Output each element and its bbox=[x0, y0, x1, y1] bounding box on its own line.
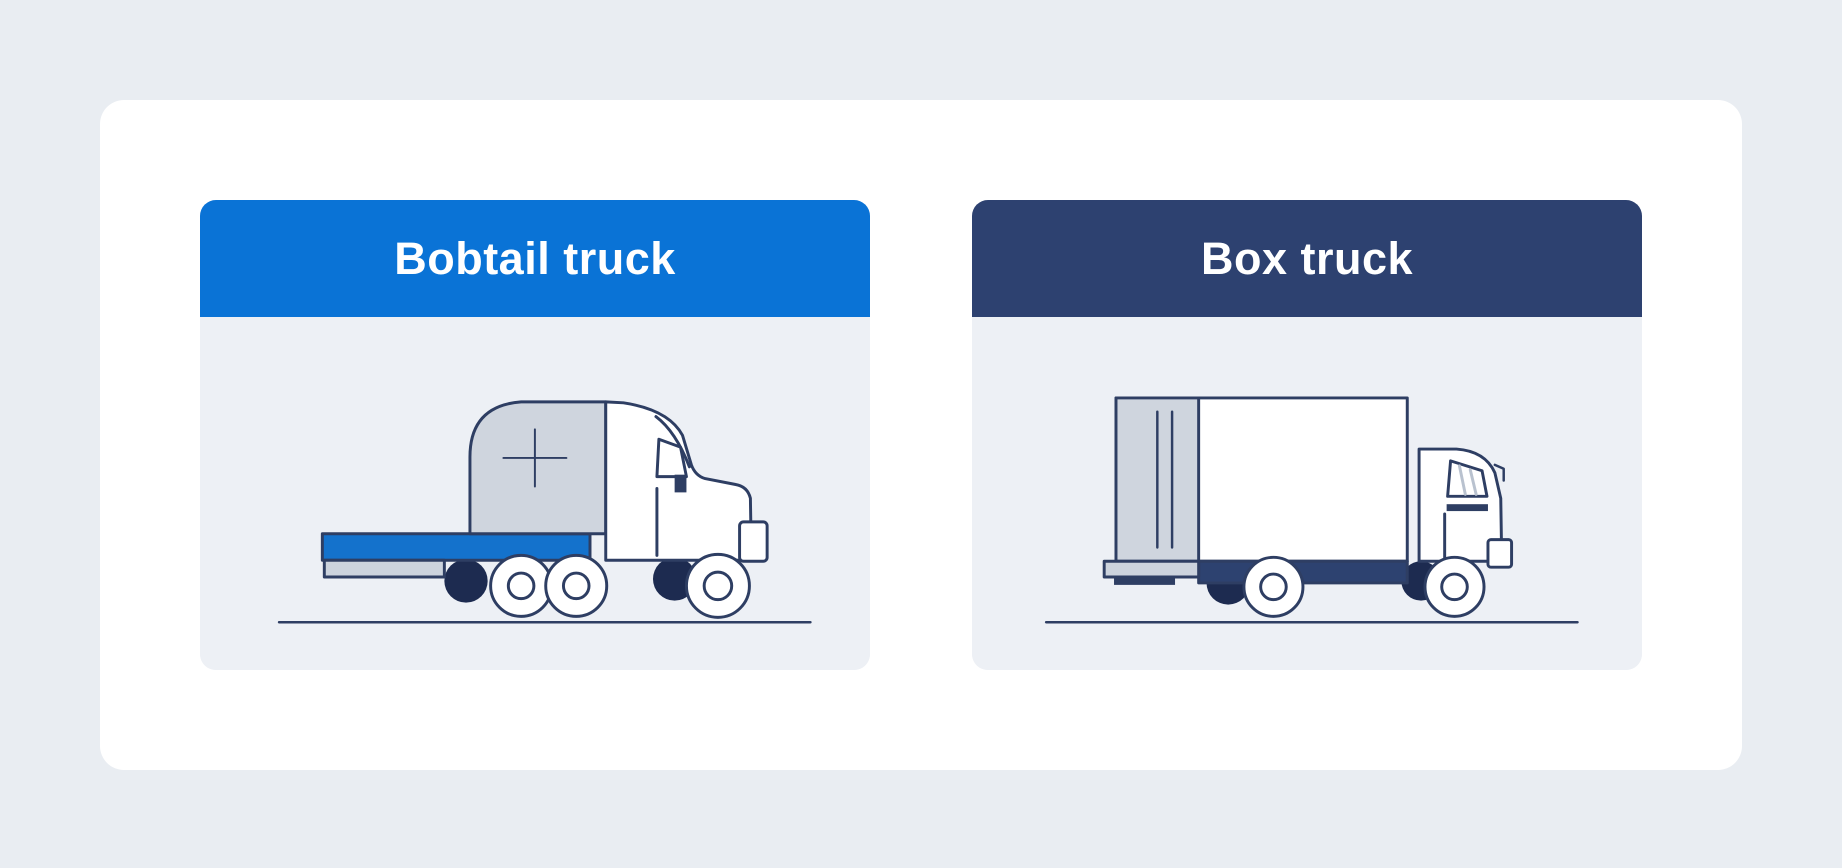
card-bobtail-truck: Bobtail truck bbox=[200, 200, 870, 670]
content-panel: Bobtail truck bbox=[100, 100, 1742, 770]
card-title-bobtail: Bobtail truck bbox=[394, 232, 676, 284]
card-box-truck: Box truck bbox=[972, 200, 1642, 670]
card-title-box: Box truck bbox=[1200, 232, 1414, 284]
box-truck-illustration bbox=[1044, 396, 1579, 624]
card-body-bobtail bbox=[200, 317, 870, 670]
bobtail-truck-illustration bbox=[277, 400, 812, 624]
card-body-box bbox=[972, 317, 1642, 670]
card-header-box: Box truck bbox=[972, 200, 1642, 317]
card-header-bobtail: Bobtail truck bbox=[200, 200, 870, 317]
